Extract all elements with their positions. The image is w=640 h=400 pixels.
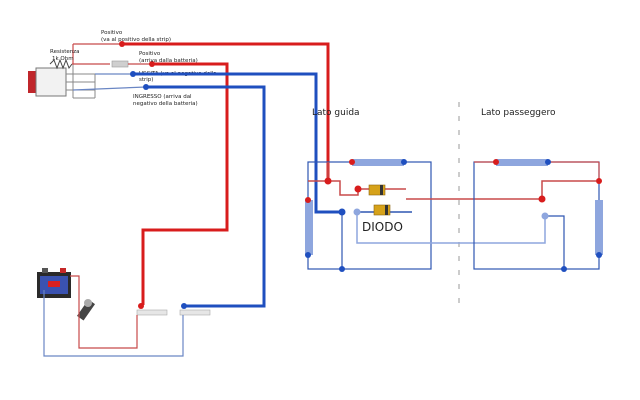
positive-strip-label-1: Positivo bbox=[101, 30, 123, 36]
wire-positive-from-battery bbox=[141, 62, 229, 305]
positive-battery-label-2: (arriva dalla batteria) bbox=[139, 58, 198, 64]
driver-side-circuit bbox=[305, 159, 432, 272]
battery-icon bbox=[37, 268, 71, 298]
connector-wires bbox=[72, 43, 152, 91]
battery-thin-negative-wire bbox=[43, 290, 184, 357]
input-label-2: negativo della batteria) bbox=[133, 101, 198, 107]
passenger-led-strip-right bbox=[595, 200, 603, 255]
cross-side-negative-wire bbox=[356, 212, 546, 244]
cross-side-positive-wire bbox=[406, 180, 596, 200]
resistor bbox=[49, 58, 129, 70]
wire-positive-to-strip bbox=[122, 42, 330, 181]
passenger-side-label: Lato passeggero bbox=[481, 108, 556, 118]
diode-lower bbox=[373, 204, 391, 216]
driver-side-label: Lato guida bbox=[312, 108, 360, 118]
positive-strip-label-2: (va al positivo della strip) bbox=[101, 37, 171, 43]
input-label-1: INGRESSO (arriva dal bbox=[133, 94, 192, 100]
driver-led-strip-left bbox=[305, 200, 313, 255]
switch-connector bbox=[28, 64, 96, 99]
passenger-side-circuit bbox=[473, 159, 603, 272]
driver-led-strip-top bbox=[352, 159, 404, 166]
positive-battery-label-1: Positivo bbox=[139, 51, 161, 57]
bottom-connector-left bbox=[136, 309, 168, 316]
diode-label: DIODO bbox=[362, 220, 403, 234]
battery-plus-terminal-dot bbox=[138, 303, 144, 309]
battery-minus-terminal-dot bbox=[181, 303, 187, 309]
output-label-2: strip) bbox=[139, 77, 153, 83]
key-switch-icon bbox=[76, 299, 96, 321]
wire-output-to-strip bbox=[133, 72, 342, 214]
diode-upper bbox=[368, 184, 386, 196]
resistor-label-2: 1k Ohm bbox=[52, 56, 74, 62]
bottom-connector-right bbox=[179, 309, 211, 316]
battery-thin-positive-wire bbox=[70, 275, 138, 349]
resistor-label-1: Resistenza bbox=[50, 49, 80, 55]
wire-input-from-battery bbox=[146, 85, 266, 308]
passenger-led-strip-top bbox=[496, 159, 548, 166]
